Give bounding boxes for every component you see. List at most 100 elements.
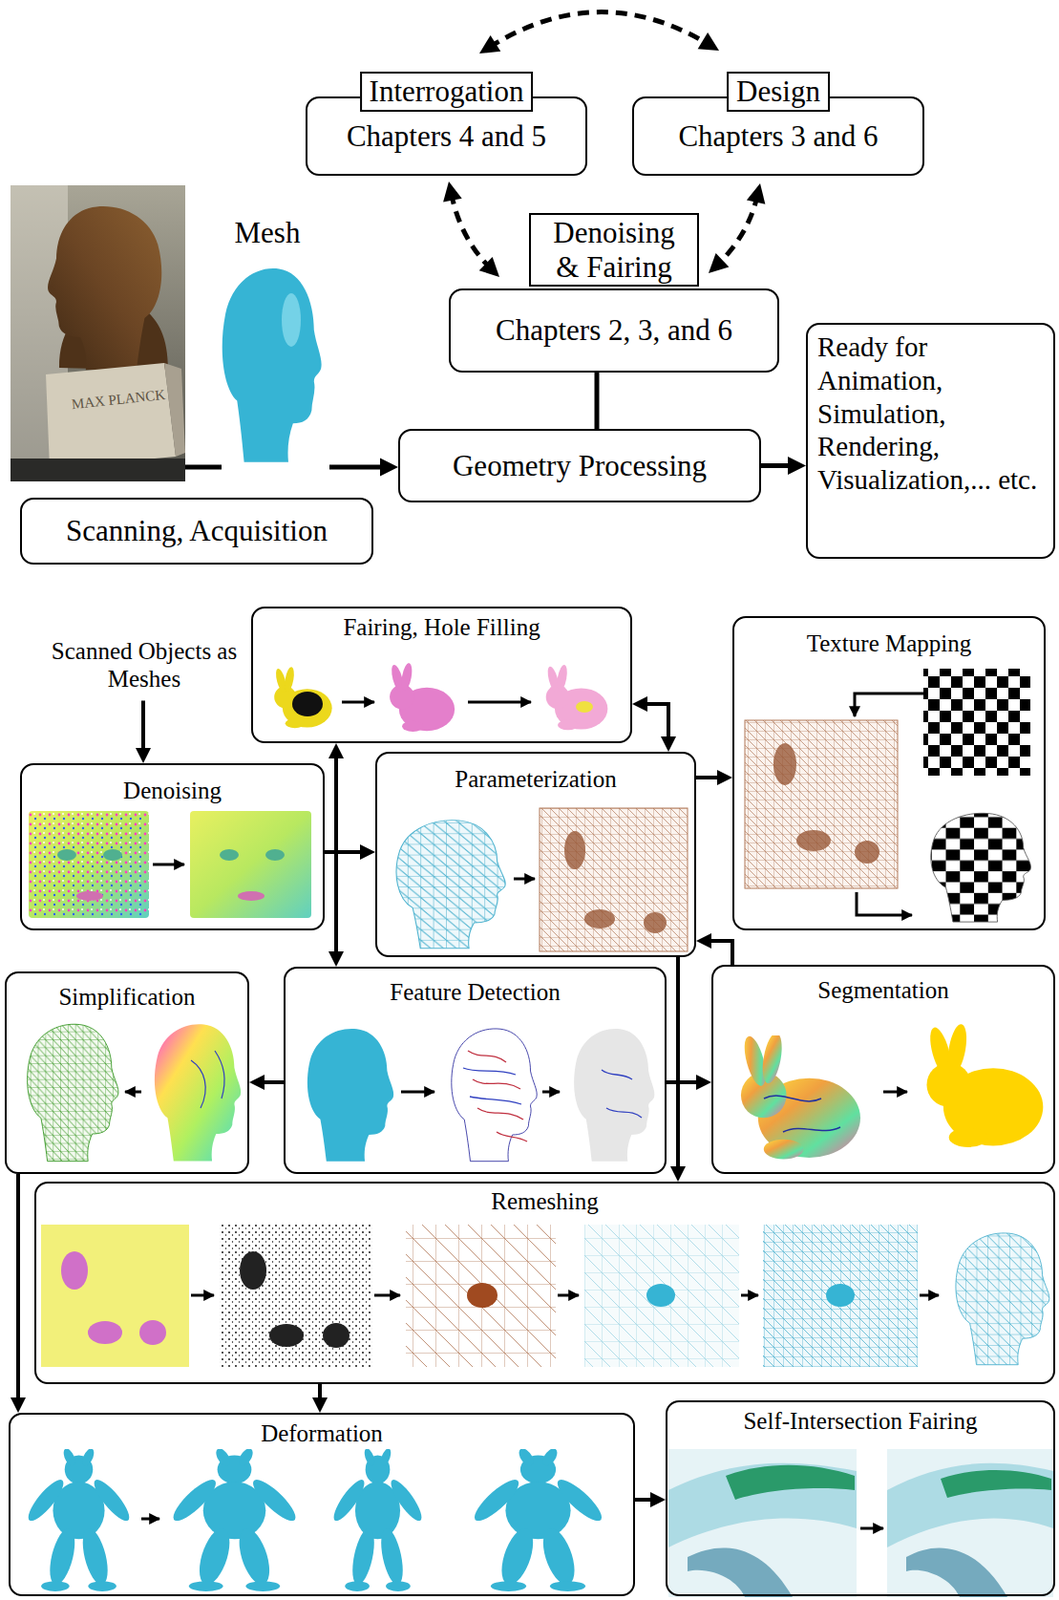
mesh-model xyxy=(222,268,322,463)
dashed-link-line xyxy=(717,194,759,266)
fairing-bunnies xyxy=(274,661,609,732)
stage-panel: Self-Intersection Fairing xyxy=(665,1399,1056,1596)
denoising-faces xyxy=(28,810,312,918)
arrow-head xyxy=(312,1397,328,1413)
text-area: Ready for Animation, Simulation, Renderi… xyxy=(807,324,1054,557)
arrow-head xyxy=(746,183,766,205)
self-intersection-figures xyxy=(668,1448,857,1597)
texture-mapping-figure xyxy=(931,812,1032,922)
bust-photo xyxy=(10,185,222,482)
remeshing-figures xyxy=(584,1224,740,1367)
remeshing-figures xyxy=(919,1293,939,1297)
remeshing-figures xyxy=(466,1282,498,1308)
process-box: Geometry Processing xyxy=(398,428,762,503)
feature-detection-figure xyxy=(451,1028,537,1162)
body-text: Mesh xyxy=(234,215,301,251)
body-text: Geometry Processing xyxy=(452,448,707,484)
segmentation-figure xyxy=(1002,1059,1056,1108)
remeshing-figures xyxy=(405,1224,556,1367)
deformation-figures xyxy=(22,1446,135,1591)
deformation-figures xyxy=(329,1446,427,1591)
stage-panel: Remeshing xyxy=(34,1181,1056,1384)
self-intersection-figures xyxy=(887,1462,1054,1547)
mesh-model xyxy=(222,268,322,463)
simplification-figure xyxy=(154,1023,241,1161)
flow-arrow xyxy=(329,458,399,477)
remeshing-figures xyxy=(61,1250,88,1290)
chapter-box: Chapters 3 and 6Design xyxy=(632,96,925,176)
fairing-bunnies xyxy=(274,666,333,729)
text-area: Geometry Processing xyxy=(400,430,760,501)
bust-photo xyxy=(10,185,186,482)
connector-line xyxy=(16,1173,21,1403)
feature-detection-figure xyxy=(601,1069,642,1118)
stage-panel: Parameterization xyxy=(375,751,697,957)
denoising-faces xyxy=(103,848,123,861)
bust-photo xyxy=(45,362,176,468)
mesh-model xyxy=(281,293,301,347)
deformation-figures xyxy=(22,1446,609,1591)
deformation-figures xyxy=(467,1446,609,1591)
connector-line xyxy=(329,465,388,470)
denoising-faces xyxy=(28,810,149,918)
text-area: Mesh xyxy=(205,215,330,469)
process-box: Ready for Animation, Simulation, Renderi… xyxy=(805,322,1056,559)
parameterization-figure xyxy=(564,830,586,869)
heading-box: Design xyxy=(726,71,830,112)
arrow-head xyxy=(479,256,500,277)
texture-mapping-figure xyxy=(773,742,797,785)
text-area: Chapters 2, 3, and 6 xyxy=(450,290,778,371)
arrow-head xyxy=(708,253,729,274)
remeshing-figures xyxy=(646,1283,676,1307)
dashed-link-line xyxy=(488,12,710,48)
dashed-link xyxy=(443,181,500,277)
arrow-head xyxy=(10,1397,26,1413)
process-box: Scanning, Acquisition xyxy=(20,497,374,565)
flow-arrow xyxy=(632,696,677,752)
denoising-faces xyxy=(28,810,149,918)
text-area: Scanning, Acquisition xyxy=(21,499,372,563)
flow-arrow xyxy=(666,1074,712,1090)
remeshing-figures xyxy=(239,1250,267,1290)
segmentation-figure xyxy=(960,1059,1009,1103)
remeshing-figures xyxy=(741,1293,759,1297)
arrow-head xyxy=(696,932,712,949)
stage-panel: Deformation xyxy=(8,1412,636,1596)
bust-photo xyxy=(164,362,186,457)
arrow-head xyxy=(249,1074,265,1090)
arrow-head xyxy=(670,1165,686,1182)
arrow-head xyxy=(443,181,463,203)
arrow-head xyxy=(787,456,806,475)
denoising-faces xyxy=(265,848,285,861)
denoising-faces xyxy=(76,890,104,901)
flow-arrow xyxy=(135,700,151,764)
engraved-label: MAX PLANCK xyxy=(69,386,167,413)
heading-text: Remeshing xyxy=(490,1187,599,1216)
arrow-head xyxy=(698,32,720,51)
self-intersection-figures xyxy=(668,1462,857,1547)
body-text: Scanned Objects as Meshes xyxy=(45,637,243,694)
arrow-head xyxy=(328,951,344,967)
segmentation-figure xyxy=(740,1009,1057,1161)
remeshing-figures xyxy=(955,1232,1050,1365)
remeshing-figures xyxy=(826,1283,855,1307)
text-node: Scanned Objects as Meshes xyxy=(43,634,245,698)
parameterization-figure xyxy=(539,807,688,952)
self-intersection-figures xyxy=(940,1469,1052,1498)
simplification-figure xyxy=(27,1023,119,1161)
connector-line xyxy=(324,849,366,854)
body-text: Chapters 3 and 6 xyxy=(677,119,878,154)
remeshing-figures xyxy=(139,1319,167,1345)
parameterization-figure xyxy=(396,807,688,952)
heading-row: Self-Intersection Fairing xyxy=(667,1407,1054,1436)
heading-text: Feature Detection xyxy=(389,978,560,1007)
heading-row: Segmentation xyxy=(713,976,1054,1005)
texture-mapping-figure xyxy=(796,829,831,851)
heading-row: Denoising xyxy=(21,777,323,805)
stage-panel: Segmentation xyxy=(711,964,1056,1174)
heading-text: Denoising & Fairing xyxy=(538,215,690,284)
segmentation-figure xyxy=(740,1031,861,1160)
flow-arrow xyxy=(696,932,733,965)
